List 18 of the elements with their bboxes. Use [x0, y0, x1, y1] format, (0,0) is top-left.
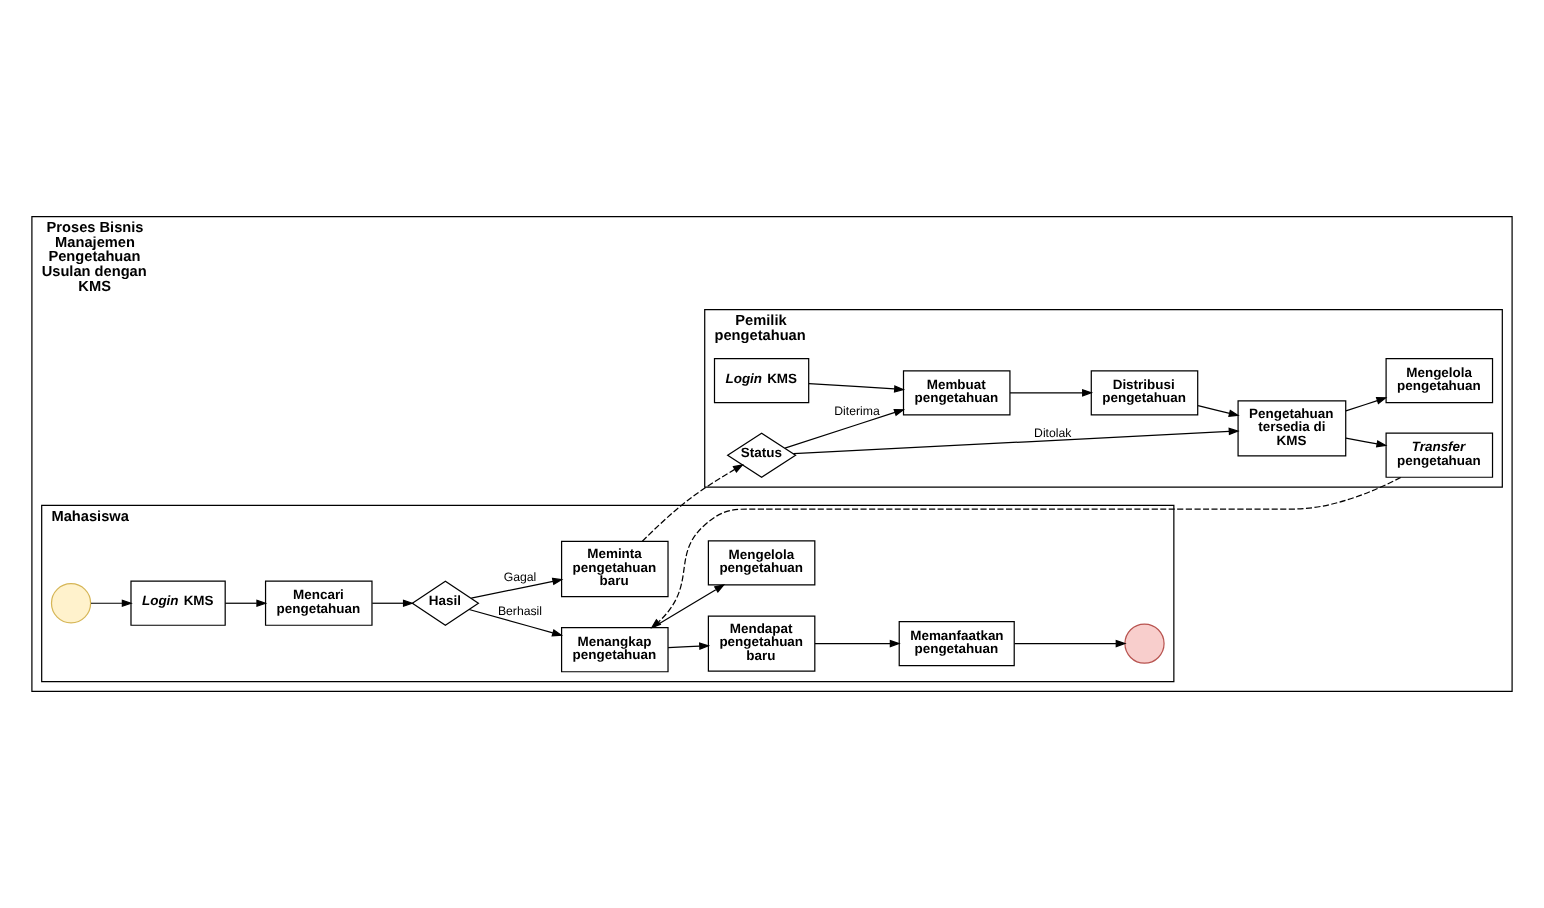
arrow [1009, 389, 1094, 397]
node-circle [1124, 623, 1165, 664]
arrow [371, 599, 414, 608]
arrow [1345, 437, 1388, 448]
arrow [784, 408, 906, 449]
arrow [90, 599, 133, 608]
arrow [470, 577, 564, 599]
arrow [1197, 405, 1240, 417]
arrow [1013, 639, 1127, 648]
arrow [224, 599, 268, 608]
arrow [808, 382, 906, 393]
arrow [792, 427, 1240, 455]
arrow [1345, 397, 1388, 412]
arrow [667, 642, 711, 651]
arrow [814, 639, 901, 648]
arrow [468, 608, 564, 637]
arrow [641, 464, 744, 542]
node-circle [50, 583, 92, 624]
